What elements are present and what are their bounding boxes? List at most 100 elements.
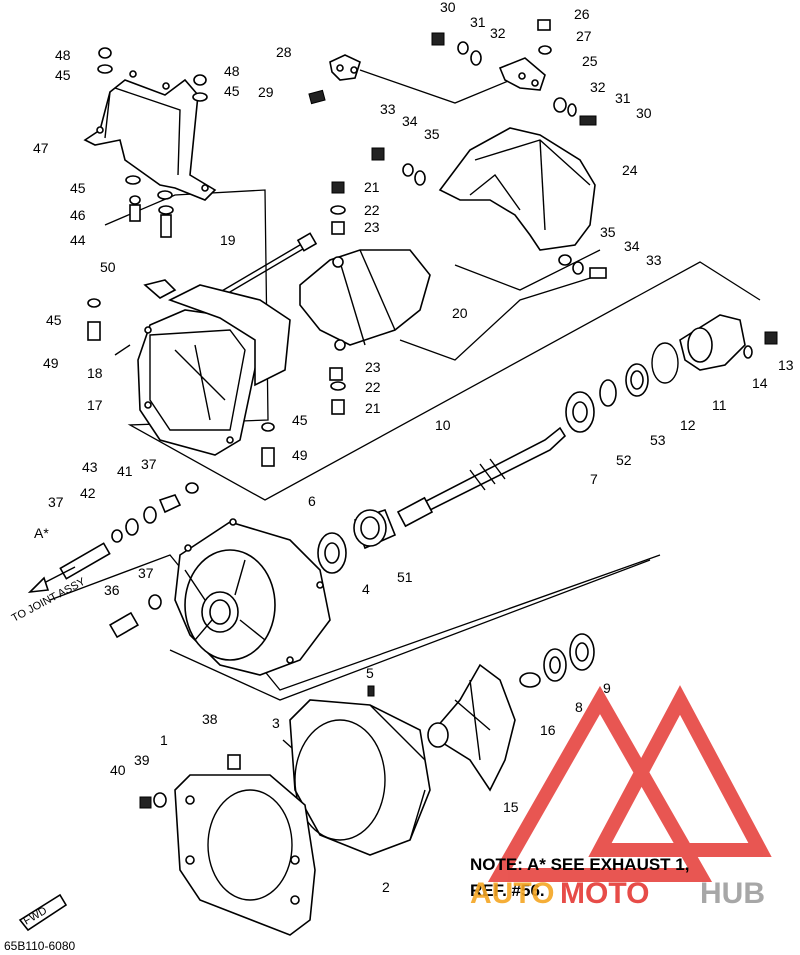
callout-45b: 45 xyxy=(55,67,71,83)
impeller-housing-4 xyxy=(174,518,331,676)
callout-41: 41 xyxy=(117,463,133,479)
watermark-moto: MOTO xyxy=(560,877,649,910)
note-line-1: NOTE: A* SEE EXHAUST 1, xyxy=(470,855,689,874)
callout-39: 39 xyxy=(134,752,150,768)
callout-45e: 45 xyxy=(292,412,308,428)
fwd-arrow xyxy=(18,893,68,932)
hardware-48-45 xyxy=(97,47,208,238)
callout-35a: 35 xyxy=(424,126,440,142)
callout-32a: 32 xyxy=(490,25,506,41)
watermark-text: AUTO MOTO HUB xyxy=(470,877,765,910)
cover-24 xyxy=(371,127,607,279)
callout-36: 36 xyxy=(104,582,120,598)
callout-30b: 30 xyxy=(636,105,652,121)
callout-52: 52 xyxy=(616,452,632,468)
callout-23b: 23 xyxy=(365,359,381,375)
callout-21a: 21 xyxy=(364,179,380,195)
callout-12: 12 xyxy=(680,417,696,433)
callout-29: 29 xyxy=(258,84,274,100)
callout-6: 6 xyxy=(308,493,316,509)
housing-2 xyxy=(282,685,431,856)
fwd-label: FWD xyxy=(22,905,50,928)
callout-35b: 35 xyxy=(600,224,616,240)
shaft-10 xyxy=(396,426,567,528)
callout-37c: 37 xyxy=(138,565,154,581)
note-line-2: REF. #56. xyxy=(470,881,545,900)
callout-37b: 37 xyxy=(48,494,64,510)
watermark-auto: AUTO xyxy=(470,877,554,910)
callout-40: 40 xyxy=(110,762,126,778)
callout-48b: 48 xyxy=(224,63,240,79)
callout-34a: 34 xyxy=(402,113,418,129)
callout-43: 43 xyxy=(82,459,98,475)
callout-2: 2 xyxy=(382,879,390,895)
callout-19: 19 xyxy=(220,232,236,248)
callout-1: 1 xyxy=(160,732,168,748)
bearing-parts-right xyxy=(565,314,778,433)
a-star-label: A* xyxy=(34,525,49,541)
callout-46: 46 xyxy=(70,207,86,223)
callout-45c: 45 xyxy=(224,83,240,99)
bolt-19 xyxy=(214,232,318,300)
callout-38: 38 xyxy=(202,711,218,727)
housing-17 xyxy=(87,279,291,467)
callout-23a: 23 xyxy=(364,219,380,235)
nozzle-20 xyxy=(299,181,431,415)
callout-17: 17 xyxy=(87,397,103,413)
callout-15: 15 xyxy=(503,799,519,815)
callout-45d: 45 xyxy=(46,312,62,328)
collar-51 xyxy=(317,509,397,574)
callout-48a: 48 xyxy=(55,47,71,63)
to-joint-arrow xyxy=(27,566,76,594)
callout-5: 5 xyxy=(366,665,374,681)
callout-18: 18 xyxy=(87,365,103,381)
callout-37a: 37 xyxy=(141,456,157,472)
callout-31a: 31 xyxy=(470,14,486,30)
callout-24: 24 xyxy=(622,162,638,178)
callout-50: 50 xyxy=(100,259,116,275)
callout-28: 28 xyxy=(276,44,292,60)
callout-51: 51 xyxy=(397,569,413,585)
callout-31b: 31 xyxy=(615,90,631,106)
bracket-47 xyxy=(83,70,217,201)
callout-27: 27 xyxy=(576,28,592,44)
callout-53: 53 xyxy=(650,432,666,448)
to-joint-label: TO JOINT ASSY xyxy=(10,575,88,624)
callout-34b: 34 xyxy=(624,238,640,254)
small-parts-left xyxy=(59,482,199,639)
callout-45a: 45 xyxy=(70,180,86,196)
callout-8: 8 xyxy=(575,699,583,715)
callout-14: 14 xyxy=(752,375,768,391)
callout-32b: 32 xyxy=(590,79,606,95)
callout-16: 16 xyxy=(540,722,556,738)
drawing-code: 65B110-6080 xyxy=(4,939,76,953)
callout-11: 11 xyxy=(712,397,727,413)
callout-33a: 33 xyxy=(380,101,396,117)
watermark-logo xyxy=(487,685,772,882)
callout-26: 26 xyxy=(574,6,590,22)
top-hardware xyxy=(308,19,597,126)
impeller-15 xyxy=(427,633,595,792)
callout-25: 25 xyxy=(582,53,598,69)
callout-9: 9 xyxy=(603,680,611,696)
callout-22b: 22 xyxy=(365,379,381,395)
callout-3: 3 xyxy=(272,715,280,731)
callout-42: 42 xyxy=(80,485,96,501)
callout-30a: 30 xyxy=(440,0,456,15)
callout-10: 10 xyxy=(435,417,451,433)
callout-47: 47 xyxy=(33,140,49,156)
callout-4: 4 xyxy=(362,581,370,597)
callout-21b: 21 xyxy=(365,400,381,416)
watermark-hub: HUB xyxy=(700,877,765,910)
callout-49b: 49 xyxy=(292,447,308,463)
callout-7: 7 xyxy=(590,471,598,487)
plate-1 xyxy=(139,754,316,936)
callout-44: 44 xyxy=(70,232,86,248)
callout-20: 20 xyxy=(452,305,468,321)
callout-49a: 49 xyxy=(43,355,59,371)
callout-13: 13 xyxy=(778,357,794,373)
callout-22a: 22 xyxy=(364,202,380,218)
